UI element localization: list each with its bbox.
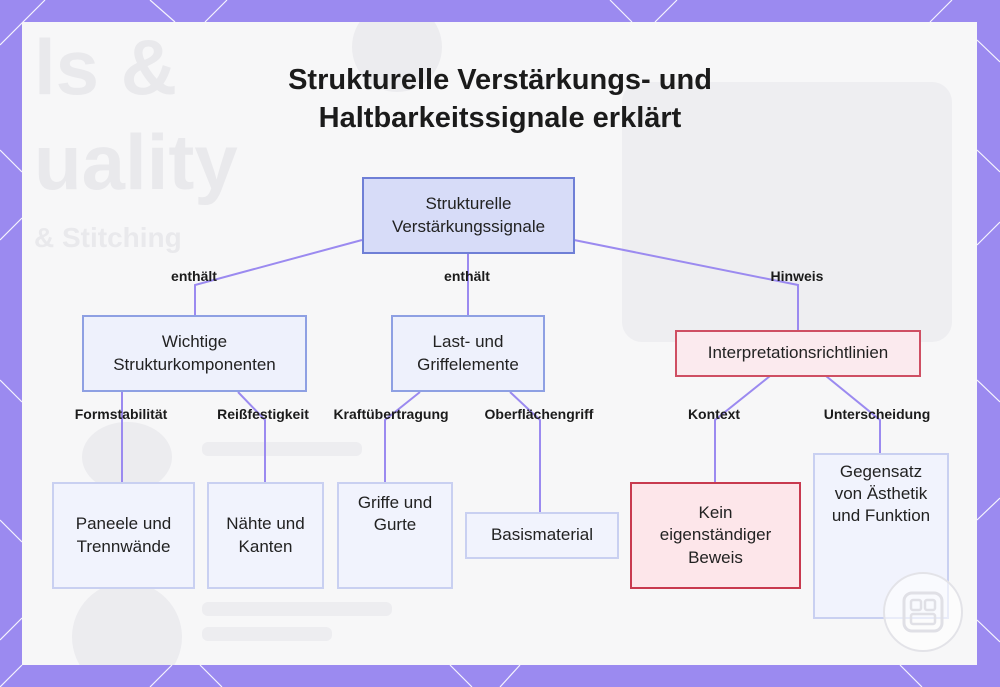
title-line-2: Haltbarkeitssignale erklärt bbox=[0, 100, 1000, 138]
edge-label-hint: Hinweis bbox=[771, 268, 824, 284]
node-no-proof: Kein eigenständiger Beweis bbox=[630, 482, 801, 589]
node-root: Strukturelle Verstärkungssignale bbox=[362, 177, 575, 254]
node-guidelines: Interpretationsrichtlinien bbox=[675, 330, 921, 377]
node-seams: Nähte und Kanten bbox=[207, 482, 324, 589]
edge-guidelines-noproof bbox=[715, 376, 770, 482]
edge-label-contains-2: enthält bbox=[444, 268, 490, 284]
edge-label-context: Kontext bbox=[688, 406, 740, 422]
node-panels: Paneele und Trennwände bbox=[52, 482, 195, 589]
node-base-material: Basismaterial bbox=[465, 512, 619, 559]
node-load-elements: Last- und Griffelemente bbox=[391, 315, 545, 392]
edge-label-contains-1: enthält bbox=[171, 268, 217, 284]
edge-label-tear-strength: Reißfestigkeit bbox=[217, 406, 309, 422]
node-handles: Griffe und Gurte bbox=[337, 482, 453, 589]
node-key-components: Wichtige Strukturkomponenten bbox=[82, 315, 307, 392]
edge-label-distinction: Unterscheidung bbox=[824, 406, 931, 422]
edge-label-surface-grip: Oberflächengriff bbox=[485, 406, 594, 422]
edge-root-components bbox=[195, 240, 362, 315]
diagram-title: Strukturelle Verstärkungs- und Haltbarke… bbox=[0, 62, 1000, 137]
grid-logo-icon bbox=[883, 572, 963, 652]
edge-label-form-stability: Formstabilität bbox=[75, 406, 168, 422]
edge-root-guidelines bbox=[574, 240, 798, 330]
title-line-1: Strukturelle Verstärkungs- und bbox=[0, 62, 1000, 100]
edge-label-force-transfer: Kraftübertragung bbox=[333, 406, 448, 422]
